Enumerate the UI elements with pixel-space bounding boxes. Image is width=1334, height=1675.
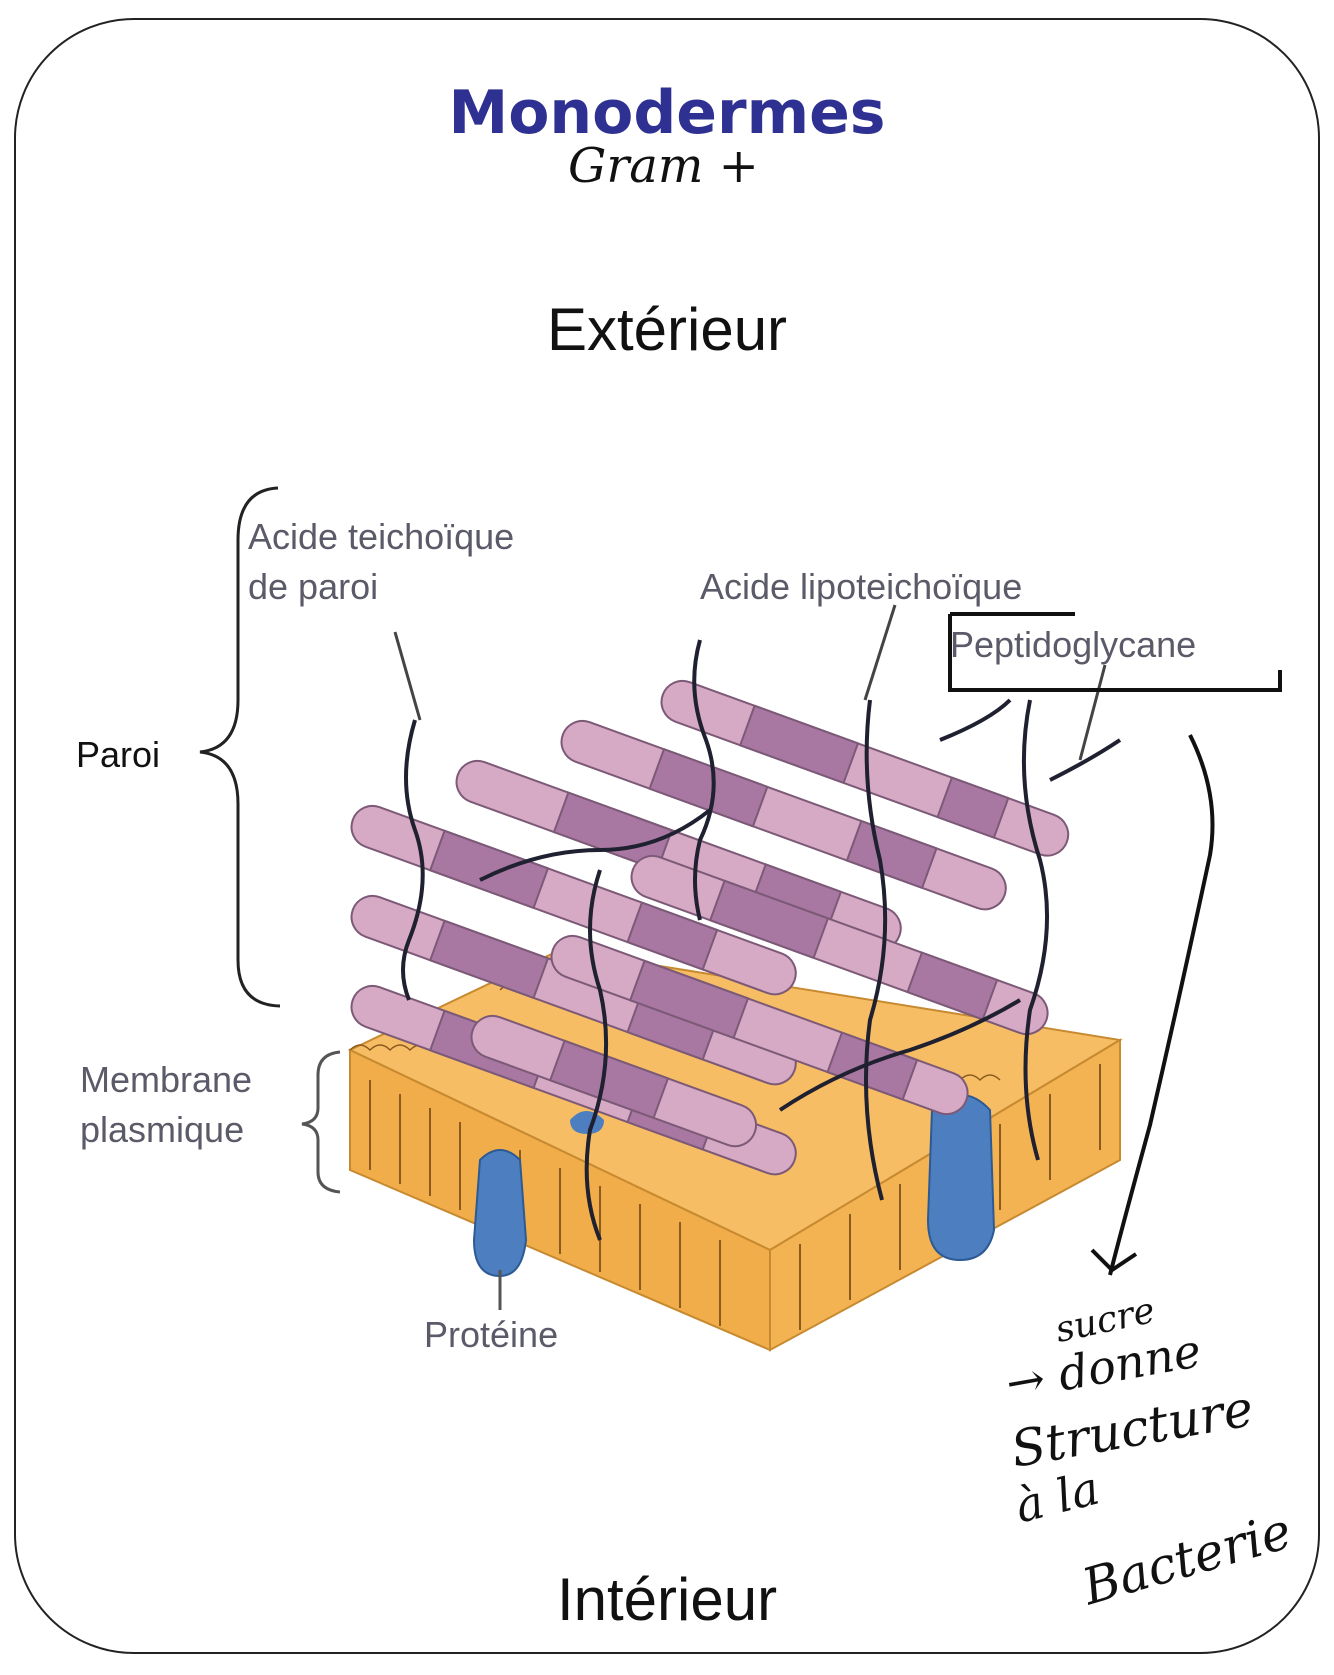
- paroi-brace: [199, 486, 281, 1008]
- peptidoglycane-pointer: [1078, 664, 1107, 761]
- peptidoglycane-bracket: [948, 612, 1282, 692]
- diagram-title: Monodermes: [448, 78, 886, 148]
- teichoic-acid-label-line2: de paroi: [248, 566, 379, 607]
- teichoic-acid-label: Acide teichoïque de paroi: [248, 512, 514, 612]
- lipoteichoic-acid-label: Acide lipoteichoïque: [700, 566, 1023, 607]
- membrane-label-line2: plasmique: [80, 1109, 245, 1150]
- membrane-label-line1: Membrane: [80, 1059, 253, 1100]
- membrane-brace: [301, 1050, 341, 1194]
- peptidoglycane-label: Peptidoglycane: [950, 624, 1197, 665]
- membrane-protein-left: [472, 1149, 528, 1278]
- interior-label: Intérieur: [556, 1566, 778, 1633]
- slide-frame: [14, 18, 1320, 1654]
- membrane-protein-right: [926, 1094, 996, 1262]
- handwritten-arrow: [1108, 734, 1215, 1276]
- teichoic-acid-chains: [401, 639, 1122, 1241]
- teichoic-pointer: [393, 631, 422, 721]
- membrane-label: Membrane plasmique: [80, 1055, 252, 1155]
- handwritten-gram-note: Gram +: [568, 138, 759, 194]
- teichoic-acid-label-line1: Acide teichoïque: [248, 516, 515, 557]
- lipoteichoic-pointer: [863, 604, 897, 701]
- peptidoglycan-layer: [350, 679, 1070, 1176]
- exterior-label: Extérieur: [546, 296, 788, 363]
- protein-label: Protéine: [424, 1314, 559, 1355]
- paroi-label: Paroi: [76, 734, 161, 775]
